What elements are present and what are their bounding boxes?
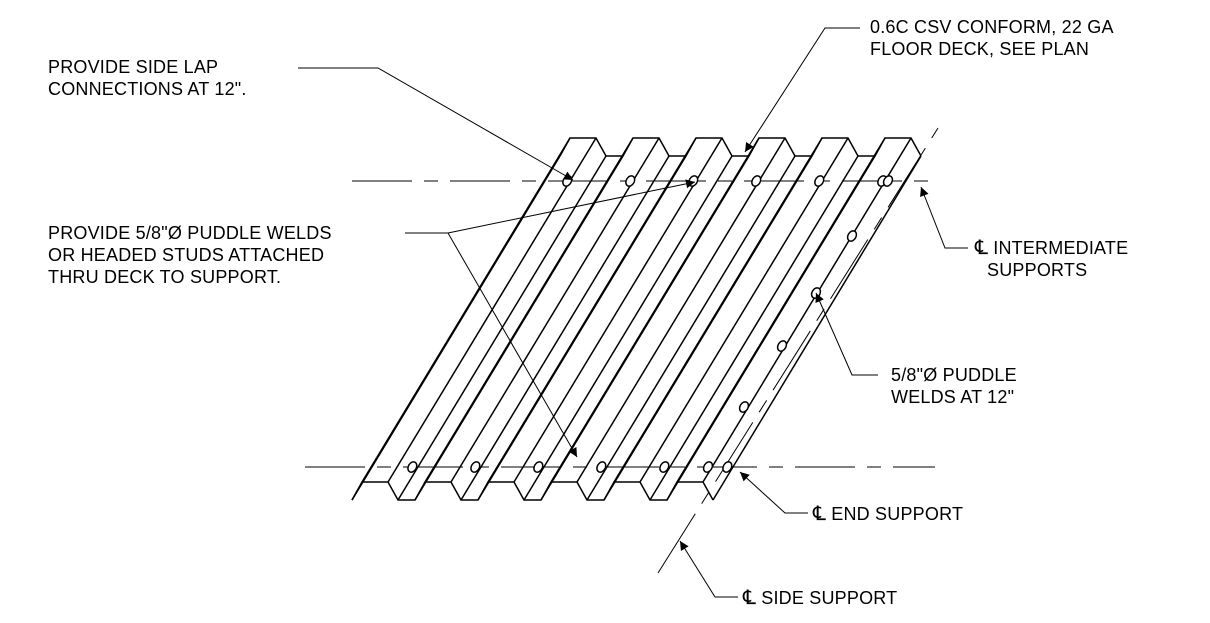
- puddle-weld-mark: [814, 175, 825, 187]
- side-support-leader: [679, 540, 738, 598]
- puddle-welds-at-12-label: 5/8"Ø PUDDLE WELDS AT 12": [891, 365, 1017, 407]
- deck-rib-line: [603, 155, 813, 501]
- puddle-weld-mark: [722, 461, 733, 473]
- deck-rib-line: [523, 155, 733, 501]
- deck-rib-line: [586, 155, 796, 501]
- deck-rib-line: [676, 137, 886, 483]
- deck-rib-line: [414, 155, 624, 501]
- floor-deck-label: 0.6C CSV CONFORM, 22 GA FLOOR DECK, SEE …: [870, 17, 1114, 59]
- deck-rib-line: [450, 137, 660, 483]
- centerline-symbol: ℄: [743, 587, 757, 609]
- puddle-weld-mark: [596, 461, 607, 473]
- puddle-weld-mark: [882, 175, 894, 187]
- deck-rib-line: [540, 155, 750, 501]
- puddle-weld-mark: [751, 175, 762, 187]
- deck-rib-line: [351, 155, 561, 501]
- puddle-weld-marks: [407, 175, 894, 473]
- deck-rib-line: [712, 155, 922, 501]
- deck-top-profile: [559, 137, 922, 157]
- deck-leader: [744, 27, 860, 153]
- deck-rib-line: [613, 137, 823, 483]
- puddle-weld-mark: [846, 230, 858, 242]
- deck-rib-line: [702, 137, 912, 483]
- deck-rib-line: [487, 137, 697, 483]
- puddle-welds-or-studs-label: PROVIDE 5/8"Ø PUDDLE WELDS OR HEADED STU…: [48, 223, 332, 287]
- deck-rib-line: [666, 155, 876, 501]
- side-lap-connections-label: PROVIDE SIDE LAP CONNECTIONS AT 12".: [48, 57, 247, 99]
- deck-bottom-profile: [351, 481, 714, 501]
- deck-rib-line: [550, 137, 760, 483]
- deck-rib-line: [361, 137, 571, 483]
- puddle-weld-mark: [533, 461, 544, 473]
- centerline-symbol: ℄: [813, 503, 827, 525]
- deck-rib-line: [639, 137, 849, 483]
- side-support-label: ℄ SIDE SUPPORT: [743, 587, 898, 609]
- intermediate-support-leader: [920, 186, 968, 249]
- deck-rib-line: [576, 137, 786, 483]
- side-support-centerline: [657, 127, 939, 574]
- deck-rib-line: [513, 137, 723, 483]
- leaders: [298, 27, 968, 598]
- deck-rib-line: [477, 155, 687, 501]
- centerline-symbol: ℄: [975, 237, 989, 259]
- puddle-weld-mark: [688, 175, 699, 187]
- corrugated-floor-deck: [351, 137, 922, 501]
- deck-rib-line: [397, 155, 607, 501]
- puddle-weld-mark: [470, 461, 481, 473]
- end-support-label: ℄ END SUPPORT: [813, 503, 964, 525]
- deck-rib-line: [460, 155, 670, 501]
- puddle-weld-mark: [659, 461, 670, 473]
- puddle-welds-12-leader: [815, 292, 878, 376]
- intermediate-supports-label: ℄ INTERMEDIATE SUPPORTS: [975, 237, 1129, 280]
- deck-rib-line: [649, 155, 859, 501]
- side-lap-leader: [298, 67, 574, 181]
- puddle-weld-mark: [625, 175, 636, 187]
- deck-rib-line: [424, 137, 634, 483]
- puddle-weld-leader-top: [405, 179, 696, 234]
- puddle-weld-mark: [738, 401, 750, 413]
- puddle-weld-mark: [702, 461, 714, 473]
- puddle-weld-leader-bottom: [447, 232, 578, 458]
- puddle-weld-mark: [776, 340, 788, 352]
- end-support-leader: [739, 471, 808, 514]
- puddle-weld-mark: [407, 461, 418, 473]
